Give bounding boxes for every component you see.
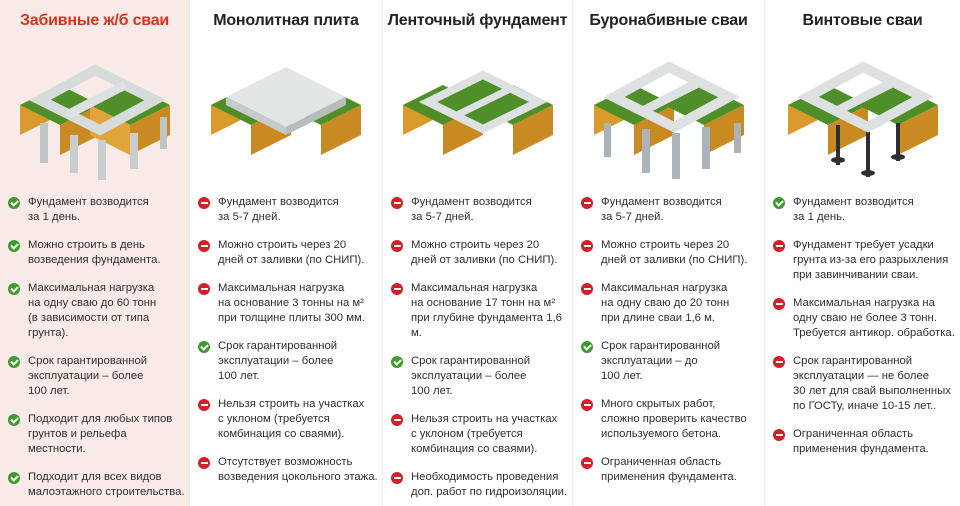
minus-circle-icon — [198, 240, 210, 252]
list-item: Фундамент возводится за 5-7 дней. — [391, 195, 568, 225]
list-item: Срок гарантированной эксплуатации – боле… — [391, 354, 568, 399]
list-item: Нельзя строить на участках с уклоном (тр… — [198, 397, 378, 442]
bored-piles-illustration — [593, 61, 744, 179]
list-item: Можно строить через 20 дней от заливки (… — [391, 238, 568, 268]
strip-foundation-illustration — [402, 70, 553, 155]
list-item: Максимальная нагрузка на основание 3 тон… — [198, 281, 378, 326]
minus-circle-icon — [581, 283, 593, 295]
feature-list: Фундамент возводится за 5-7 дней. Можно … — [581, 195, 760, 498]
list-item: Фундамент возводится за 1 день. — [773, 195, 956, 225]
list-item: Много скрытых работ, сложно проверить ка… — [581, 397, 760, 442]
minus-circle-icon — [198, 283, 210, 295]
check-circle-icon — [8, 356, 20, 368]
list-item: Можно строить в день возведения фундамен… — [8, 238, 185, 268]
list-item: Фундамент возводится за 5-7 дней. — [198, 195, 378, 225]
check-circle-icon — [8, 197, 20, 209]
monolithic-slab-illustration — [211, 67, 361, 155]
column-title: Забивные ж/б сваи — [19, 12, 170, 29]
list-item: Ограниченная область применения фундамен… — [581, 455, 760, 485]
list-item: Фундамент возводится за 1 день. — [8, 195, 185, 225]
list-item: Фундамент требует усадки грунта из-за ег… — [773, 238, 956, 283]
minus-circle-icon — [198, 197, 210, 209]
list-item: Срок гарантированной эксплуатации — не б… — [773, 354, 956, 414]
list-item: Максимальная нагрузка на одну сваю до 60… — [8, 281, 185, 341]
check-circle-icon — [773, 197, 785, 209]
feature-list: Фундамент возводится за 1 день. Можно ст… — [8, 195, 185, 506]
minus-circle-icon — [581, 240, 593, 252]
list-item: Подходит для любых типов грунтов и релье… — [8, 412, 185, 457]
check-circle-icon — [8, 283, 20, 295]
minus-circle-icon — [773, 298, 785, 310]
feature-list: Фундамент возводится за 1 день. Фундамен… — [773, 195, 956, 470]
check-circle-icon — [391, 356, 403, 368]
feature-list: Фундамент возводится за 5-7 дней. Можно … — [391, 195, 568, 506]
check-circle-icon — [8, 240, 20, 252]
column-screw-piles: Винтовые сваи Фундамент возводится за 1 … — [765, 0, 960, 506]
minus-circle-icon — [581, 399, 593, 411]
column-driven-piles: Забивные ж/б сваи Фундамент возводится з… — [0, 0, 190, 506]
minus-circle-icon — [773, 356, 785, 368]
list-item: Срок гарантированной эксплуатации – боле… — [198, 339, 378, 384]
minus-circle-icon — [773, 429, 785, 441]
minus-circle-icon — [391, 240, 403, 252]
minus-circle-icon — [198, 399, 210, 411]
list-item: Необходимость проведения доп. работ по г… — [391, 470, 568, 500]
check-circle-icon — [581, 341, 593, 353]
check-circle-icon — [8, 414, 20, 426]
list-item: Срок гарантированной эксплуатации – боле… — [8, 354, 185, 399]
driven-piles-illustration — [19, 64, 170, 180]
minus-circle-icon — [391, 197, 403, 209]
list-item: Отсутствует возможность возведения цокол… — [198, 455, 378, 485]
minus-circle-icon — [198, 457, 210, 469]
screw-piles-illustration — [787, 61, 938, 177]
column-title: Монолитная плита — [213, 12, 359, 29]
list-item: Можно строить через 20 дней от заливки (… — [198, 238, 378, 268]
minus-circle-icon — [391, 472, 403, 484]
check-circle-icon — [8, 472, 20, 484]
column-strip-foundation: Ленточный фундамент Фундамент возводится… — [383, 0, 573, 506]
column-monolithic-slab: Монолитная плита Фундамент возводится за… — [190, 0, 383, 506]
list-item: Фундамент возводится за 5-7 дней. — [581, 195, 760, 225]
list-item: Можно строить через 20 дней от заливки (… — [581, 238, 760, 268]
list-item: Нельзя строить на участках с уклоном (тр… — [391, 412, 568, 457]
column-bored-piles: Буронабивные сваи Фундамент возводится з… — [573, 0, 765, 506]
list-item: Максимальная нагрузка на одну сваю до 20… — [581, 281, 760, 326]
list-item: Ограниченная область применения фундамен… — [773, 427, 956, 457]
minus-circle-icon — [773, 240, 785, 252]
minus-circle-icon — [581, 197, 593, 209]
column-title: Буронабивные сваи — [589, 12, 748, 29]
column-title: Винтовые сваи — [802, 12, 923, 29]
minus-circle-icon — [391, 283, 403, 295]
list-item: Максимальная нагрузка на одну сваю не бо… — [773, 296, 956, 341]
list-item: Максимальная нагрузка на основание 17 то… — [391, 281, 568, 341]
minus-circle-icon — [581, 457, 593, 469]
list-item: Срок гарантированной эксплуатации – до 1… — [581, 339, 760, 384]
column-title: Ленточный фундамент — [387, 12, 568, 29]
list-item: Подходит для всех видов малоэтажного стр… — [8, 470, 185, 500]
feature-list: Фундамент возводится за 5-7 дней. Можно … — [198, 195, 378, 498]
check-circle-icon — [198, 341, 210, 353]
minus-circle-icon — [391, 414, 403, 426]
